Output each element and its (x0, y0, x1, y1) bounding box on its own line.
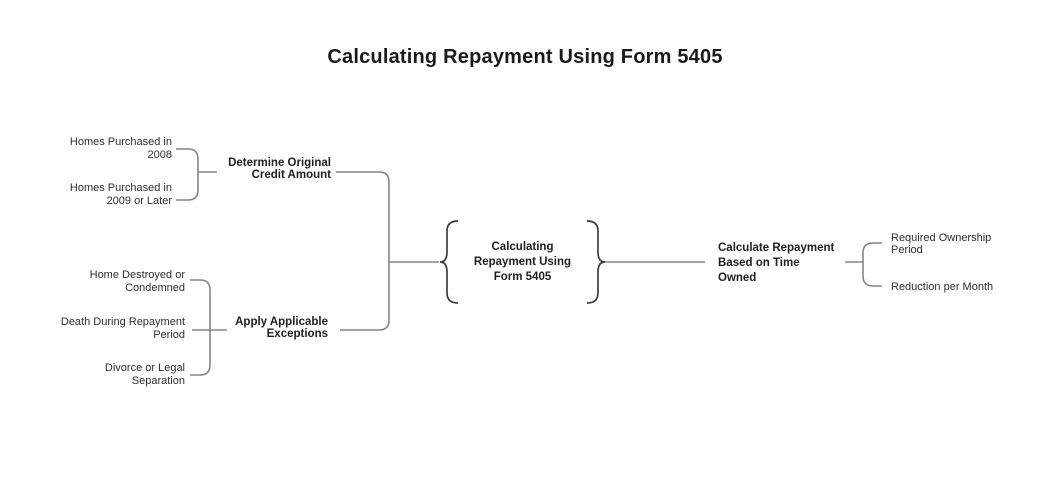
diagram-title: Calculating Repayment Using Form 5405 (327, 46, 723, 68)
bracket-exceptions-group (190, 279, 211, 376)
leaf-homes-2008: Homes Purchased in 2008 (69, 136, 172, 161)
node-determine-credit-amount: Determine Original Credit Amount (228, 157, 331, 181)
bracket-time-owned-group (862, 242, 882, 287)
leaf-required-ownership-period: Required Ownership Period (891, 232, 992, 256)
leaf-homes-2009-later: Homes Purchased in 2009 or Later (69, 182, 172, 207)
root-node-label: Calculating Repayment Using Form 5405 (473, 241, 572, 283)
leaf-home-destroyed: Home Destroyed or Condemned (89, 269, 185, 294)
leaf-death-during-repayment: Death During Repayment Period (60, 316, 185, 341)
root-left-brace-icon (439, 220, 459, 304)
bracket-purchase-group (176, 148, 199, 201)
leaf-reduction-per-month: Reduction per Month (891, 281, 994, 293)
root-right-brace-icon (586, 220, 606, 304)
node-calculate-repayment: Calculate Repayment Based on Time Owned (718, 242, 835, 284)
spine-left-branches (336, 171, 390, 331)
leaf-divorce-separation: Divorce or Legal Separation (104, 362, 185, 387)
node-apply-exceptions: Apply Applicable Exceptions (235, 316, 328, 340)
